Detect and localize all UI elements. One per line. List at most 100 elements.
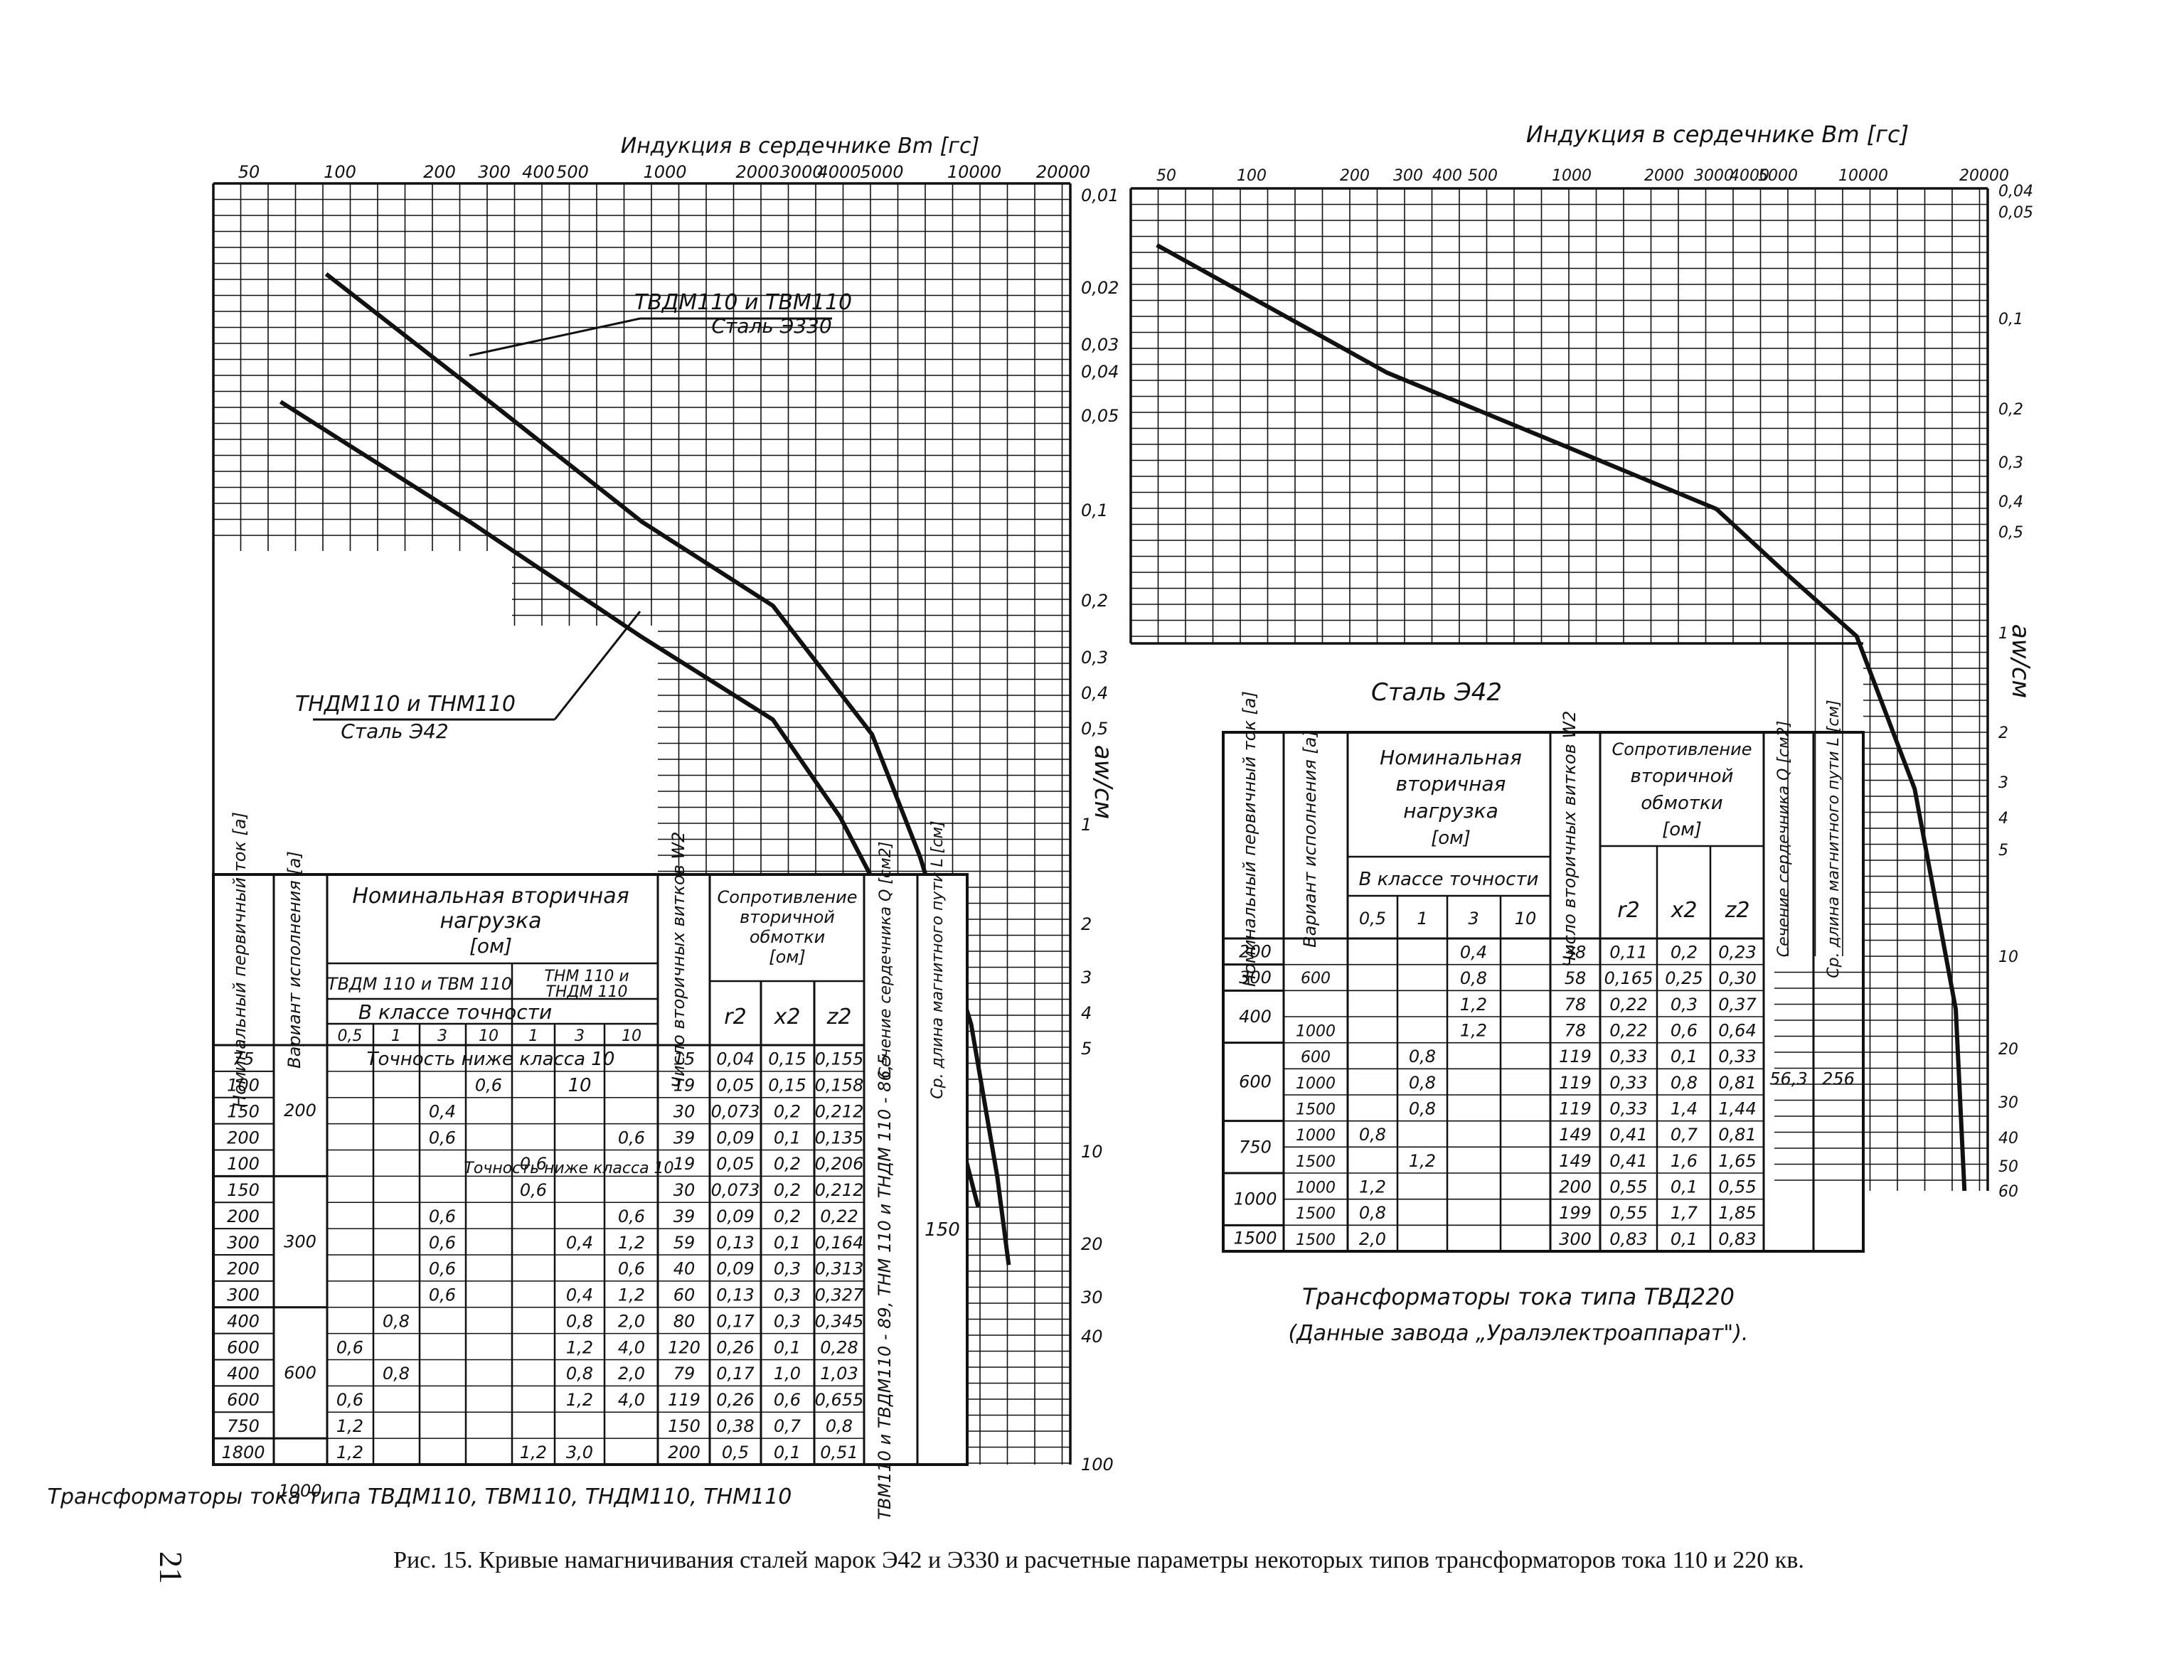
cell-turns: 30 bbox=[673, 1180, 696, 1200]
steel-label: Сталь Э42 bbox=[1371, 678, 1502, 707]
y-tick-label: 0,05 bbox=[1081, 406, 1119, 426]
series-line-1 bbox=[324, 272, 1011, 1266]
cell-x2: 0,3 bbox=[774, 1285, 801, 1305]
y-tick-label: 0,5 bbox=[1998, 524, 2023, 542]
cell-load: 0,8 bbox=[1409, 1099, 1436, 1119]
cell-load: 0,8 bbox=[566, 1364, 593, 1384]
y-tick-label: 4 bbox=[1081, 1003, 1092, 1023]
cell-load: 1,2 bbox=[1460, 995, 1487, 1015]
cell-load: 0,8 bbox=[1460, 968, 1487, 988]
hdr-z2: z2 bbox=[826, 1005, 852, 1029]
cell-z2: 0,655 bbox=[815, 1390, 864, 1410]
cell-r2: 0,26 bbox=[716, 1337, 754, 1357]
cell-x2: 0,2 bbox=[774, 1207, 801, 1226]
cell-turns: 199 bbox=[1559, 1203, 1592, 1223]
cell-r2: 0,165 bbox=[1604, 968, 1653, 988]
y-tick-label: 10 bbox=[1998, 948, 2018, 966]
class-label: 0,5 bbox=[1359, 909, 1386, 929]
x-axis-title: Индукция в сердечнике Bm [гс] bbox=[621, 134, 980, 159]
x-tick-label: 4000 bbox=[817, 162, 861, 182]
x-tick-label: 300 bbox=[478, 162, 511, 182]
cell-current: 75 bbox=[233, 1049, 255, 1069]
page-number: 21 bbox=[153, 1551, 189, 1584]
cell-x2: 0,6 bbox=[774, 1390, 801, 1410]
cell-load: 0,8 bbox=[1359, 1203, 1386, 1223]
cell-load: 0,6 bbox=[618, 1207, 645, 1226]
x-tick-label: 100 bbox=[324, 162, 356, 182]
cell-section: 56,3 bbox=[1769, 1069, 1807, 1088]
cell-r2: 0,09 bbox=[716, 1128, 754, 1147]
cell-current: 200 bbox=[227, 1207, 260, 1226]
cell-turns: 39 bbox=[673, 1128, 696, 1147]
x-tick-label: 1000 bbox=[643, 162, 686, 182]
x-tick-label: 4000 bbox=[1730, 167, 1769, 185]
cell-load: 0,8 bbox=[383, 1311, 410, 1331]
right-table-frame bbox=[1222, 731, 1865, 1253]
hdr-r2: r2 bbox=[1617, 898, 1639, 923]
y-tick-label: 0,02 bbox=[1081, 278, 1119, 298]
y-tick-label: 0,04 bbox=[1081, 362, 1119, 382]
cell-z2: 0,164 bbox=[815, 1233, 864, 1253]
cell-z2: 0,158 bbox=[815, 1076, 864, 1096]
hdr-load-b2: ТНДМ 110 bbox=[545, 983, 627, 1001]
cell-turns: 58 bbox=[1565, 968, 1587, 988]
y-tick-label: 20 bbox=[1081, 1234, 1103, 1254]
cell-load: 1,2 bbox=[520, 1443, 547, 1462]
class-label: 3 bbox=[437, 1027, 447, 1045]
cell-turns: 149 bbox=[1559, 1125, 1592, 1145]
cell-current: 600 bbox=[227, 1390, 260, 1410]
x-tick-label: 1000 bbox=[1552, 167, 1592, 185]
x-tick-label: 50 bbox=[1156, 167, 1176, 185]
hdr-load-2: нагрузка bbox=[440, 909, 541, 933]
cell-z2: 0,64 bbox=[1718, 1021, 1756, 1041]
y-tick-label: 0,1 bbox=[1081, 501, 1108, 520]
cell-z2: 0,327 bbox=[815, 1285, 864, 1305]
cell-x2: 0,1 bbox=[1671, 1229, 1698, 1249]
y-tick-label: 0,01 bbox=[1081, 186, 1119, 205]
cell-current: 100 bbox=[227, 1076, 260, 1096]
cell-load: 0,6 bbox=[429, 1233, 456, 1253]
left-table: Номинальный первичный ток [а]Вариант исп… bbox=[212, 812, 969, 1520]
x-tick-label: 100 bbox=[1237, 167, 1267, 185]
cell-r2: 0,09 bbox=[716, 1207, 754, 1226]
x-tick-label: 200 bbox=[423, 162, 456, 182]
cell-load: 0,6 bbox=[429, 1128, 456, 1147]
cell-z2: 1,65 bbox=[1718, 1151, 1756, 1171]
class-label: 1 bbox=[528, 1027, 538, 1045]
x-tick-label: 50 bbox=[238, 162, 260, 182]
hdr-load-3: нагрузка bbox=[1403, 799, 1498, 823]
class-label: 1 bbox=[391, 1027, 401, 1045]
cell-load: 1,2 bbox=[1460, 1021, 1487, 1041]
cell-z2: 1,44 bbox=[1718, 1099, 1756, 1119]
cell-turns: 300 bbox=[1559, 1229, 1592, 1249]
class-label: 10 bbox=[622, 1027, 641, 1045]
x-tick-label: 400 bbox=[522, 162, 555, 182]
y-tick-label: 0,4 bbox=[1998, 493, 2023, 511]
cell-load: 1,2 bbox=[336, 1416, 363, 1436]
x-tick-label: 2000 bbox=[1644, 167, 1684, 185]
curve-label-bottom-steel: Сталь Э42 bbox=[341, 719, 449, 743]
note-low-accuracy-num: 10 bbox=[568, 1075, 591, 1096]
hdr-class: В классе точности bbox=[358, 1000, 552, 1024]
y-tick-label: 0,5 bbox=[1081, 719, 1108, 739]
cell-current: 600 bbox=[1239, 1072, 1272, 1092]
label-leader bbox=[469, 317, 641, 357]
cell-x2: 0,3 bbox=[774, 1311, 801, 1331]
right-table-caption-2: (Данные завода „Уралэлектроаппарат"). bbox=[1289, 1321, 1749, 1346]
cell-x2: 0,3 bbox=[1671, 995, 1698, 1015]
hdr-load-3: [ом] bbox=[469, 934, 512, 958]
hdr-load: Номинальная вторичная bbox=[352, 884, 629, 909]
hdr-res-2: вторичной bbox=[1631, 766, 1734, 787]
cell-current: 400 bbox=[227, 1311, 260, 1331]
x-axis-title: Индукция в сердечнике Bm [гс] bbox=[1526, 121, 1909, 148]
y-tick-label: 0,03 bbox=[1081, 335, 1119, 355]
hdr-path: Ср. длина магнитного пути L [см] bbox=[929, 820, 947, 1098]
cell-current: 1000 bbox=[1233, 1189, 1277, 1209]
cell-current: 200 bbox=[1239, 941, 1272, 961]
cell-z2: 0,313 bbox=[815, 1259, 864, 1279]
y-tick-label: 30 bbox=[1081, 1288, 1103, 1307]
cell-variant: 300 bbox=[284, 1232, 316, 1252]
hdr-turns: Число вторичных витков W2 bbox=[1560, 711, 1580, 968]
cell-r2: 0,33 bbox=[1609, 1073, 1647, 1093]
